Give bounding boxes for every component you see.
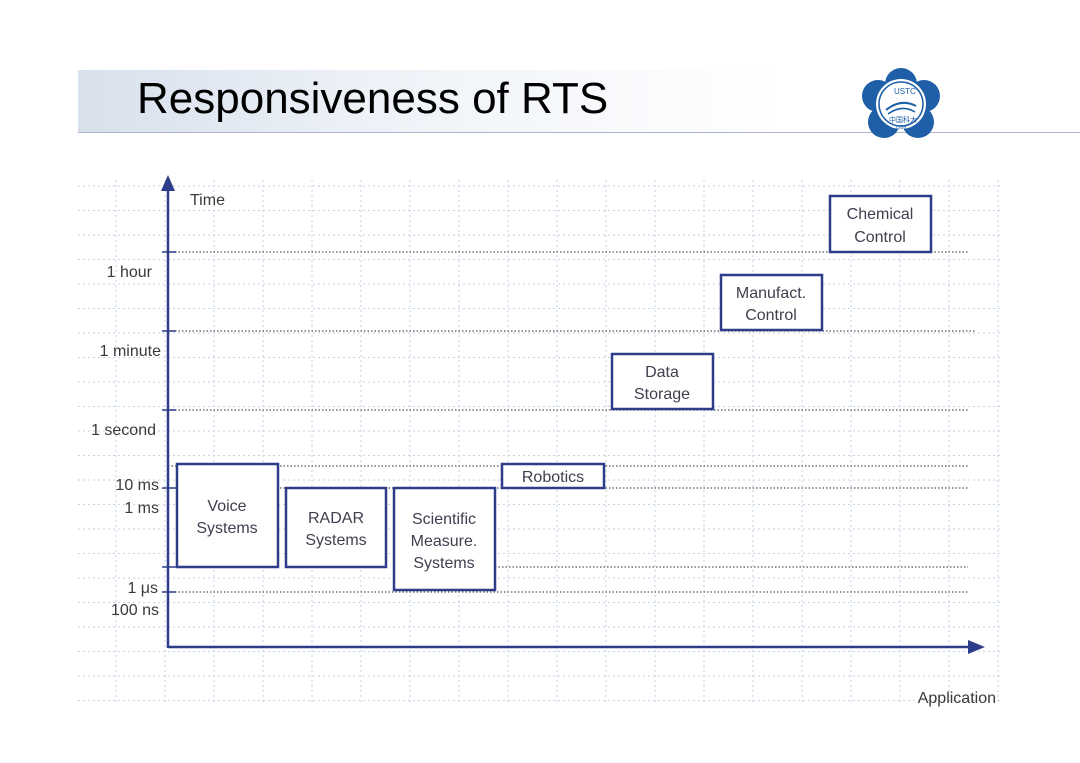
radar-label-line-1: RADAR	[308, 510, 364, 527]
tick-label-100-ns: 100 ns	[111, 602, 159, 619]
data-storage-label-line-2: Storage	[634, 386, 690, 403]
tick-label-10-ms: 10 ms	[115, 477, 159, 494]
tick-label-1-minute: 1 minute	[100, 343, 161, 360]
box-scientific-measure-systems	[392, 486, 497, 592]
chemical-label-line-2: Control	[854, 229, 906, 246]
radar-label-line-2: Systems	[305, 532, 366, 549]
box-data-storage	[610, 352, 715, 411]
voice-label-line-1: Voice	[207, 498, 246, 515]
ustc-logo: USTC 中国科大 1958	[862, 68, 940, 138]
box-voice-systems	[175, 462, 280, 569]
box-chemical-control	[828, 194, 933, 254]
y-axis-ticks	[162, 251, 176, 593]
box-manufact-control	[719, 273, 824, 332]
voice-label-line-2: Systems	[196, 520, 257, 537]
x-axis-arrow	[968, 640, 985, 654]
box-labels: Voice Systems RADAR Systems Scientific M…	[196, 206, 913, 572]
tick-label-1-us: 1 μs	[127, 580, 158, 597]
background-grid	[78, 180, 1002, 705]
y-axis-label: Time	[190, 192, 225, 209]
robotics-label: Robotics	[522, 469, 584, 486]
box-radar-systems	[284, 486, 388, 569]
tick-label-1-hour: 1 hour	[107, 264, 153, 281]
manufact-label-line-2: Control	[745, 307, 797, 324]
application-boxes	[175, 194, 933, 592]
y-axis-arrow	[161, 175, 175, 191]
chemical-label-line-1: Chemical	[847, 206, 914, 223]
box-robotics	[500, 462, 606, 490]
slide-title: Responsiveness of RTS	[137, 74, 609, 123]
x-axis-label: Application	[918, 690, 996, 707]
tick-label-1-second: 1 second	[91, 422, 156, 439]
logo-year: 1958	[895, 125, 906, 131]
scientific-label-line-1: Scientific	[412, 511, 476, 528]
logo-subtext: 中国科大	[889, 115, 917, 124]
tick-label-1-ms: 1 ms	[124, 500, 159, 517]
scientific-label-line-2: Measure.	[411, 533, 478, 550]
data-storage-label-line-1: Data	[645, 364, 679, 381]
manufact-label-line-1: Manufact.	[736, 285, 806, 302]
scientific-label-line-3: Systems	[413, 555, 474, 572]
logo-text: USTC	[894, 87, 916, 96]
